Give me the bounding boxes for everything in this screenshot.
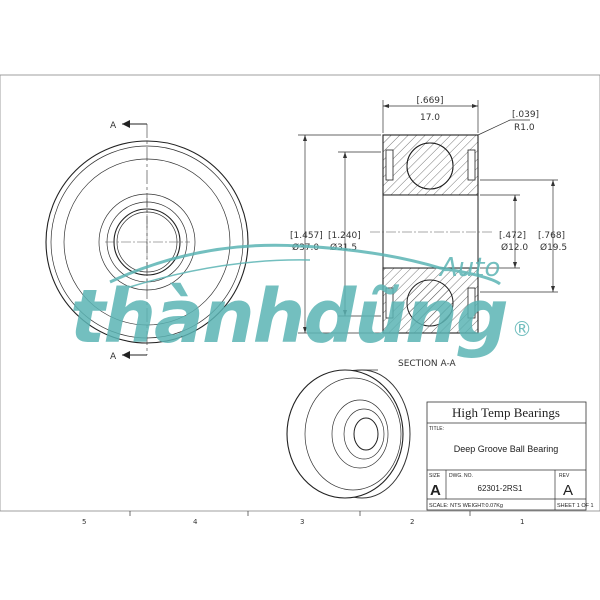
rev-value: A: [563, 482, 573, 499]
section-arrow-bottom: [122, 351, 130, 359]
section-arrow-top: [122, 120, 130, 128]
rev-label: REV: [559, 473, 570, 479]
seal-left-bottom: [385, 287, 394, 319]
shoulder-dim-mm: Ø31.5: [330, 242, 357, 253]
radius-dim-inch: [.039]: [512, 110, 539, 120]
scale-weight: SCALE: NTS WEIGHT:0.07Kg: [429, 503, 503, 509]
seal-right-bottom: [467, 287, 476, 319]
dwg-no-value: 62301-2RS1: [478, 484, 523, 493]
cut-label-top: A: [110, 121, 117, 131]
size-label: SIZE: [429, 473, 441, 479]
size-value: A: [430, 482, 441, 499]
sheet-border: [0, 74, 600, 512]
width-dim-inch: [.669]: [416, 96, 443, 106]
inner-ring-dim-mm: Ø19.5: [540, 242, 567, 253]
watermark-brand: thànhdũng: [70, 274, 507, 360]
zone-5: 5: [82, 518, 86, 526]
ball-bottom: [406, 279, 454, 327]
seal-right-top: [467, 149, 476, 181]
radius-dim-mm: R1.0: [514, 123, 535, 133]
isometric-view: [286, 369, 411, 499]
shoulder-dim-inch: [1.240]: [328, 231, 361, 241]
section-view: [.669] 17.0 [.039] R1.0 [1.457] Ø37.0 [1…: [290, 96, 567, 369]
watermark-sub: Auto: [438, 253, 500, 283]
company-name: High Temp Bearings: [452, 405, 560, 420]
zone-4: 4: [193, 518, 198, 526]
seal-left-top: [385, 149, 394, 181]
zone-3: 3: [300, 518, 304, 526]
front-view: A A: [45, 120, 249, 362]
cut-label-bottom: A: [110, 352, 117, 362]
zone-1: 1: [520, 518, 524, 526]
zone-2: 2: [410, 518, 414, 526]
title-label: TITLE:: [429, 426, 444, 432]
car-swoosh-icon: [109, 243, 501, 286]
zone-markers: 5 4 3 2 1: [82, 511, 524, 526]
dwg-no-label: DWG. NO.: [449, 473, 473, 479]
bore-dim-mm: Ø12.0: [501, 242, 528, 253]
bore-dim-inch: [.472]: [499, 231, 526, 241]
title-block: High Temp Bearings TITLE: Deep Groove Ba…: [426, 401, 594, 511]
sheet-number: SHEET 1 OF 1: [557, 503, 594, 509]
watermark-logo: thànhdũng Auto ®: [70, 243, 532, 360]
section-label: SECTION A-A: [398, 359, 457, 369]
width-dim-mm: 17.0: [420, 113, 440, 123]
registered-mark: ®: [512, 317, 532, 341]
drawing-title: Deep Groove Ball Bearing: [454, 444, 559, 454]
od-dim-inch: [1.457]: [290, 231, 323, 241]
inner-ring-dim-inch: [.768]: [538, 231, 565, 241]
